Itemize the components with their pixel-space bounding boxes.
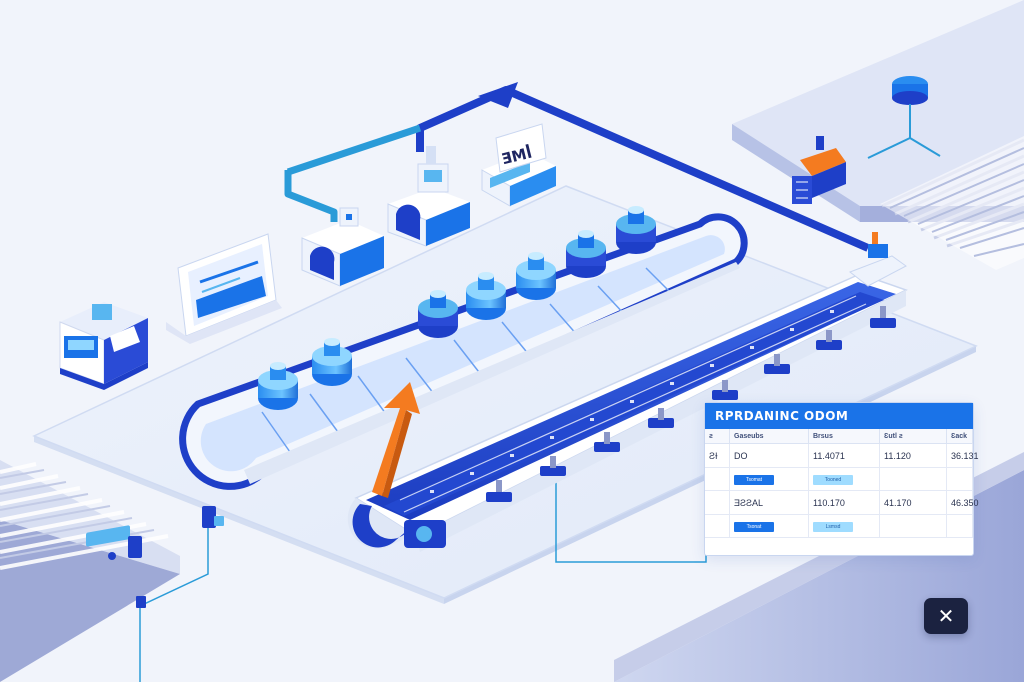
filling-station-1 [301, 207, 384, 287]
conveyor-front-motor [404, 520, 446, 548]
table-cell: 41.170 [879, 490, 947, 515]
row-action-button[interactable]: Tooned [813, 475, 853, 485]
table-cell: Tooned [808, 467, 880, 491]
table-cell [705, 467, 730, 491]
bottle [258, 362, 298, 410]
close-icon: ✕ [937, 604, 955, 628]
conveyor-end-unit [848, 232, 907, 287]
table-cell: 11.120 [879, 443, 947, 468]
table-row: ƎƧƧAL 110.170 41.170 46.350 [705, 490, 979, 515]
panel-title: RPRDANINC ODOM [705, 403, 973, 429]
labeling-station: ƎMꟾ [481, 123, 556, 207]
table-cell [705, 514, 730, 538]
column-header: Ɛutl ƨ [879, 429, 947, 444]
table-header-row: ƨ Gaseubs Brsus Ɛutl ƨ Ɛack [705, 429, 973, 444]
bottle [466, 272, 506, 320]
table-cell [879, 514, 947, 538]
monitor-kiosk [166, 233, 282, 344]
transfer-arrow [372, 382, 420, 498]
lower-conveyor [347, 232, 908, 552]
bottle [616, 206, 656, 254]
top-right-platform [732, 0, 1024, 270]
bottle [312, 338, 352, 386]
production-table: ƨ Gaseubs Brsus Ɛutl ƨ Ɛack ƧƗ DO 11.407… [705, 429, 979, 538]
table-row: Tsomat Tooned [705, 467, 973, 491]
table-row: Tsonat Lsmsd [705, 514, 973, 538]
table-cell: Tsonat [729, 514, 809, 538]
table-cell: ƎƧƧAL [729, 490, 809, 515]
table-cell: 36.131 [946, 443, 979, 468]
table-cell: 11.4071 [808, 443, 880, 468]
left-walkway [0, 460, 180, 682]
table-cell: Tsomat [729, 467, 809, 491]
bottles [258, 206, 656, 410]
table-cell [946, 514, 973, 538]
column-header: Brsus [808, 429, 880, 444]
column-header: Ɛack [946, 429, 973, 444]
table-cell: DO [729, 443, 809, 468]
row-action-button[interactable]: Tsonat [734, 522, 774, 532]
column-header: ƨ [705, 429, 730, 444]
sensor-node [136, 506, 224, 608]
table-cell: 46.350 [946, 490, 979, 515]
close-button[interactable]: ✕ [924, 598, 968, 634]
lamp-fixture [867, 76, 941, 159]
upper-conveyor [179, 213, 748, 490]
table-row: ƧƗ DO 11.4071 11.120 36.131 [705, 443, 979, 468]
table-cell [946, 467, 973, 491]
inspection-machine [59, 302, 148, 390]
table-cell [705, 490, 730, 515]
row-action-button[interactable]: Lsmsd [813, 522, 853, 532]
production-table-panel: RPRDANINC ODOM ƨ Gaseubs Brsus Ɛutl ƨ Ɛa… [704, 402, 979, 556]
row-action-button[interactable]: Tsomat [734, 475, 774, 485]
table-cell [879, 467, 947, 491]
filling-station-2 [387, 146, 470, 247]
bottle [566, 230, 606, 278]
table-cell: 110.170 [808, 490, 880, 515]
return-route-arrow [284, 82, 870, 252]
loading-ramp [792, 136, 846, 204]
table-cell: Lsmsd [808, 514, 880, 538]
column-header: Gaseubs [729, 429, 809, 444]
bottle [516, 252, 556, 300]
table-cell: ƧƗ [705, 443, 730, 468]
bottle [418, 290, 458, 338]
